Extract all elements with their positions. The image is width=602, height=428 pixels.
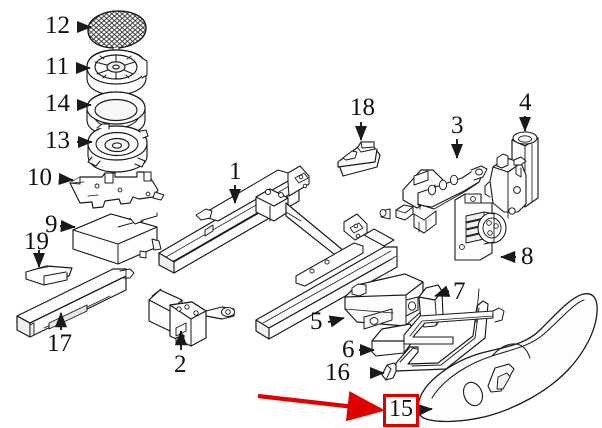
part-16-wire-clip-bracket: [381, 288, 505, 381]
part-15-seat-side-trim-panel: [417, 293, 598, 423]
callout-7: 7: [453, 278, 466, 305]
callout-12: 12: [45, 12, 70, 39]
callout-14: 14: [45, 90, 70, 117]
callout-17: 17: [47, 330, 72, 357]
part-19-small-clip-retainer: [25, 265, 73, 286]
leader-7: [434, 285, 451, 297]
leader-5: [327, 315, 345, 328]
callout-18: 18: [350, 94, 375, 121]
part-11-speaker-cone-assembly: [86, 49, 148, 96]
callout-9: 9: [45, 211, 58, 238]
leader-arrows: [32, 20, 532, 417]
part-13-speaker-housing-base: [87, 123, 149, 173]
part-14-speaker-gasket-ring: [86, 91, 146, 137]
callout-6: 6: [342, 336, 355, 363]
callout-10: 10: [27, 164, 52, 191]
callout-13: 13: [45, 127, 70, 154]
leader-10: [58, 172, 74, 186]
part-12-speaker-grille-mesh: [87, 10, 147, 58]
leader-15: [417, 403, 433, 417]
callout-3: 3: [451, 112, 464, 139]
part-5-seat-switch-housing: [344, 273, 424, 338]
callout-15-highlighted[interactable]: 15: [383, 394, 419, 428]
callout-4: 4: [519, 89, 532, 116]
callout-11: 11: [45, 53, 70, 80]
part-6-switch-paddle-cap: [371, 323, 414, 358]
callout-16: 16: [325, 359, 350, 386]
part-2-seat-adjuster-motor: [148, 288, 235, 347]
part-10-mounting-bracket-plate: [69, 171, 165, 209]
part-18-trim-cap-wedge: [337, 141, 381, 177]
leader-9: [59, 219, 76, 233]
callout-2: 2: [174, 351, 187, 378]
part-4-height-adjuster-linkage: [484, 131, 539, 219]
callout-5: 5: [310, 308, 323, 335]
part-9-control-module-box: [72, 212, 162, 265]
part-1-seat-track-frame-assembly: [158, 165, 398, 340]
callout-1: 1: [229, 158, 242, 185]
part-8-seat-switch-actuator: [454, 193, 507, 261]
highlight-red-arrow: [257, 391, 386, 422]
callout-19: 19: [24, 228, 49, 255]
callout-8: 8: [521, 243, 534, 270]
part-3-recliner-lever-mechanism: [379, 165, 488, 234]
